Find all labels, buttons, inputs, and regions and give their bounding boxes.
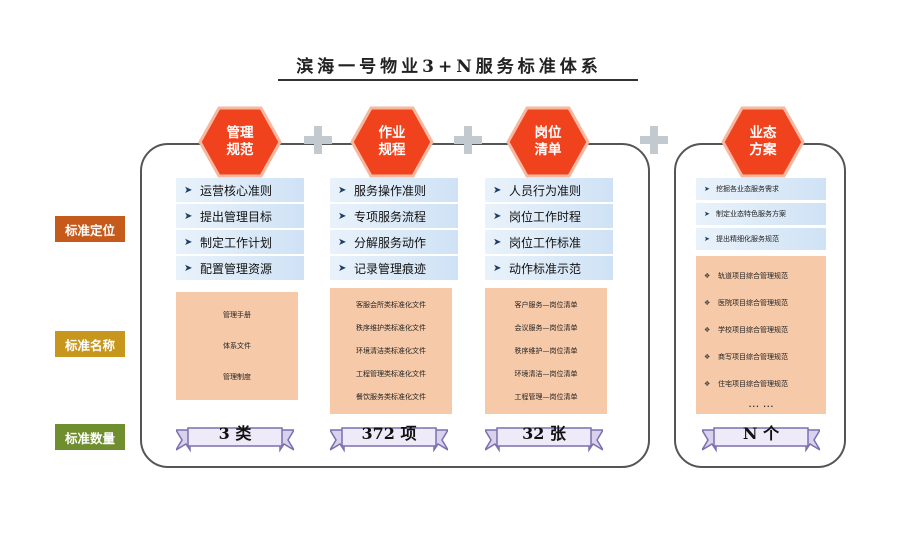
arrow-icon: ➤ xyxy=(184,184,193,196)
names-box-business: ❖轨道项目综合管理规范 ❖医院项目综合管理规范 ❖学校项目综合管理规范 ❖商写项… xyxy=(696,256,826,414)
side-label-positioning: 标准定位 xyxy=(55,216,125,242)
list-item: 体系文件 xyxy=(223,341,251,350)
count-ribbon-operation: 372 项 xyxy=(330,420,448,454)
list-item: ➤运营核心准则 xyxy=(176,178,304,202)
diamond-icon: ❖ xyxy=(704,352,711,361)
list-item: 会议服务—岗位清单 xyxy=(514,324,578,333)
list-item: ➤制定工作计划 xyxy=(176,230,304,254)
list-item: ➤提出精细化服务规范 xyxy=(696,228,826,250)
arrow-icon: ➤ xyxy=(493,262,502,274)
diamond-icon: ❖ xyxy=(704,298,711,307)
list-item: ➤记录管理痕迹 xyxy=(330,256,458,280)
list-item: ➤服务操作准则 xyxy=(330,178,458,202)
side-label-quantity: 标准数量 xyxy=(55,424,125,450)
arrow-icon: ➤ xyxy=(493,236,502,248)
title-underline xyxy=(278,79,638,81)
arrow-icon: ➤ xyxy=(493,210,502,222)
names-box-management: 管理手册 体系文件 管理制度 xyxy=(176,292,298,400)
hex-management-norms: 管理 规范 xyxy=(198,106,282,178)
plus-icon xyxy=(304,126,332,154)
list-item: ➤分解服务动作 xyxy=(330,230,458,254)
arrow-icon: ➤ xyxy=(493,184,502,196)
list-item: 环境清洁类标准化文件 xyxy=(356,346,426,355)
list-item: 工程管理—岗位清单 xyxy=(514,392,578,401)
diagram-title: 滨海一号物业3+N服务标准体系 xyxy=(296,57,602,77)
list-item: 客服会所类标准化文件 xyxy=(356,301,426,310)
list-item: ➤提出管理目标 xyxy=(176,204,304,228)
arrow-icon: ➤ xyxy=(338,184,347,196)
list-item: ❖商写项目综合管理规范 xyxy=(704,352,788,361)
arrow-icon: ➤ xyxy=(184,236,193,248)
arrow-icon: ➤ xyxy=(704,210,710,218)
bullet-list-position: ➤人员行为准则 ➤岗位工作时程 ➤岗位工作标准 ➤动作标准示范 xyxy=(485,178,613,282)
ellipsis: … … xyxy=(748,397,774,410)
plus-icon xyxy=(640,126,668,154)
hex-position-list: 岗位 清单 xyxy=(506,106,590,178)
list-item: ➤配置管理资源 xyxy=(176,256,304,280)
list-item: ➤动作标准示范 xyxy=(485,256,613,280)
hex-operation-procedures: 作业 规程 xyxy=(350,106,434,178)
arrow-icon: ➤ xyxy=(704,185,710,193)
list-item: 工程管理类标准化文件 xyxy=(356,369,426,378)
diamond-icon: ❖ xyxy=(704,271,711,280)
list-item: ➤专项服务流程 xyxy=(330,204,458,228)
side-label-names: 标准名称 xyxy=(55,331,125,357)
diamond-icon: ❖ xyxy=(704,325,711,334)
bullet-list-operation: ➤服务操作准则 ➤专项服务流程 ➤分解服务动作 ➤记录管理痕迹 xyxy=(330,178,458,282)
names-box-operation: 客服会所类标准化文件 秩序维护类标准化文件 环境清洁类标准化文件 工程管理类标准… xyxy=(330,288,452,414)
list-item: 秩序维护—岗位清单 xyxy=(514,346,578,355)
diamond-icon: ❖ xyxy=(704,379,711,388)
bullet-list-management: ➤运营核心准则 ➤提出管理目标 ➤制定工作计划 ➤配置管理资源 xyxy=(176,178,304,282)
arrow-icon: ➤ xyxy=(338,236,347,248)
arrow-icon: ➤ xyxy=(338,262,347,274)
list-item: ➤挖掘各业态服务需求 xyxy=(696,178,826,200)
count-ribbon-management: 3 类 xyxy=(176,420,294,454)
plus-icon xyxy=(454,126,482,154)
list-item: 管理手册 xyxy=(223,311,251,320)
list-item: ➤岗位工作标准 xyxy=(485,230,613,254)
arrow-icon: ➤ xyxy=(338,210,347,222)
list-item: ➤制定业态特色服务方案 xyxy=(696,203,826,225)
list-item: 客户服务—岗位清单 xyxy=(514,301,578,310)
list-item: ➤人员行为准则 xyxy=(485,178,613,202)
list-item: 秩序维护类标准化文件 xyxy=(356,324,426,333)
hex-business-plans: 业态 方案 xyxy=(721,106,805,178)
arrow-icon: ➤ xyxy=(704,235,710,243)
list-item: ❖轨道项目综合管理规范 xyxy=(704,271,788,280)
names-box-position: 客户服务—岗位清单 会议服务—岗位清单 秩序维护—岗位清单 环境清洁—岗位清单 … xyxy=(485,288,607,414)
list-item: 餐饮服务类标准化文件 xyxy=(356,392,426,401)
list-item: ❖学校项目综合管理规范 xyxy=(704,325,788,334)
count-ribbon-business: N 个 xyxy=(702,420,820,454)
list-item: 管理制度 xyxy=(223,372,251,381)
list-item: 环境清洁—岗位清单 xyxy=(514,369,578,378)
arrow-icon: ➤ xyxy=(184,210,193,222)
arrow-icon: ➤ xyxy=(184,262,193,274)
count-ribbon-position: 32 张 xyxy=(485,420,603,454)
list-item: ❖医院项目综合管理规范 xyxy=(704,298,788,307)
list-item: ❖住宅项目综合管理规范 xyxy=(704,379,788,388)
bullet-list-business: ➤挖掘各业态服务需求 ➤制定业态特色服务方案 ➤提出精细化服务规范 xyxy=(696,178,826,253)
list-item: ➤岗位工作时程 xyxy=(485,204,613,228)
